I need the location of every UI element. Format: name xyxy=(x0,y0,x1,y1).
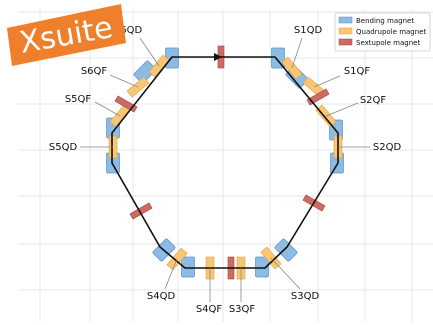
label-pointer-line xyxy=(109,74,139,88)
magnet-label-s5qd: S5QD xyxy=(49,142,78,153)
legend-box xyxy=(334,12,431,52)
background-grid xyxy=(18,10,433,322)
magnet-label-s6qf: S6QF xyxy=(81,66,108,77)
magnet-label-s2qf: S2QF xyxy=(360,95,387,106)
label-pointer-line xyxy=(94,101,121,117)
bending-magnet xyxy=(271,47,285,69)
direction-arrow-icon xyxy=(214,53,222,61)
magnet-label-s3qd: S3QD xyxy=(291,291,320,302)
magnet-label-s4qf: S4QF xyxy=(196,304,223,315)
label-pointer-line xyxy=(325,102,359,117)
magnet-label-s6qd: S6QD xyxy=(114,25,143,36)
magnet-label-s2qd: S2QD xyxy=(373,142,402,153)
bending-magnet xyxy=(181,256,195,278)
label-pointer-line xyxy=(291,37,303,69)
legend-label-quadrupole: Quadrupole magnet xyxy=(356,28,426,36)
bending-magnet xyxy=(255,256,269,278)
label-pointer-line xyxy=(270,257,301,290)
label-pointer-line xyxy=(313,75,341,88)
xsuite-logo: Xsuite xyxy=(7,4,126,66)
label-pointer-line xyxy=(164,258,178,290)
logo-text: Xsuite xyxy=(17,10,115,61)
legend-label-bending: Bending magnet xyxy=(356,17,414,25)
magnet-labels-layer: S1QD S1QF S2QF S2QD S3QD S3QF S4QF S4QD S5QD S5QF… xyxy=(49,25,402,315)
legend-swatch-sextupole xyxy=(338,38,353,46)
label-pointer-line xyxy=(139,37,160,67)
legend-swatch-bending xyxy=(338,16,353,24)
magnet-label-s4qd: S4QD xyxy=(147,291,176,302)
legend-label-sextupole: Sextupole magnet xyxy=(356,39,420,47)
beam-trajectory xyxy=(111,56,339,269)
magnet-label-s3qf: S3QF xyxy=(229,304,256,315)
bending-magnet xyxy=(133,60,157,84)
magnet-label-s1qf: S1QF xyxy=(344,66,371,77)
bending-magnet xyxy=(274,238,298,262)
sextupole-magnet xyxy=(129,202,153,220)
magnet-label-s5qf: S5QF xyxy=(65,94,92,105)
legend-swatch-quadrupole xyxy=(338,27,353,35)
beam-trajectory-layer xyxy=(111,53,339,269)
logo-banner xyxy=(7,4,126,66)
magnet-label-s1qd: S1QD xyxy=(294,25,323,36)
